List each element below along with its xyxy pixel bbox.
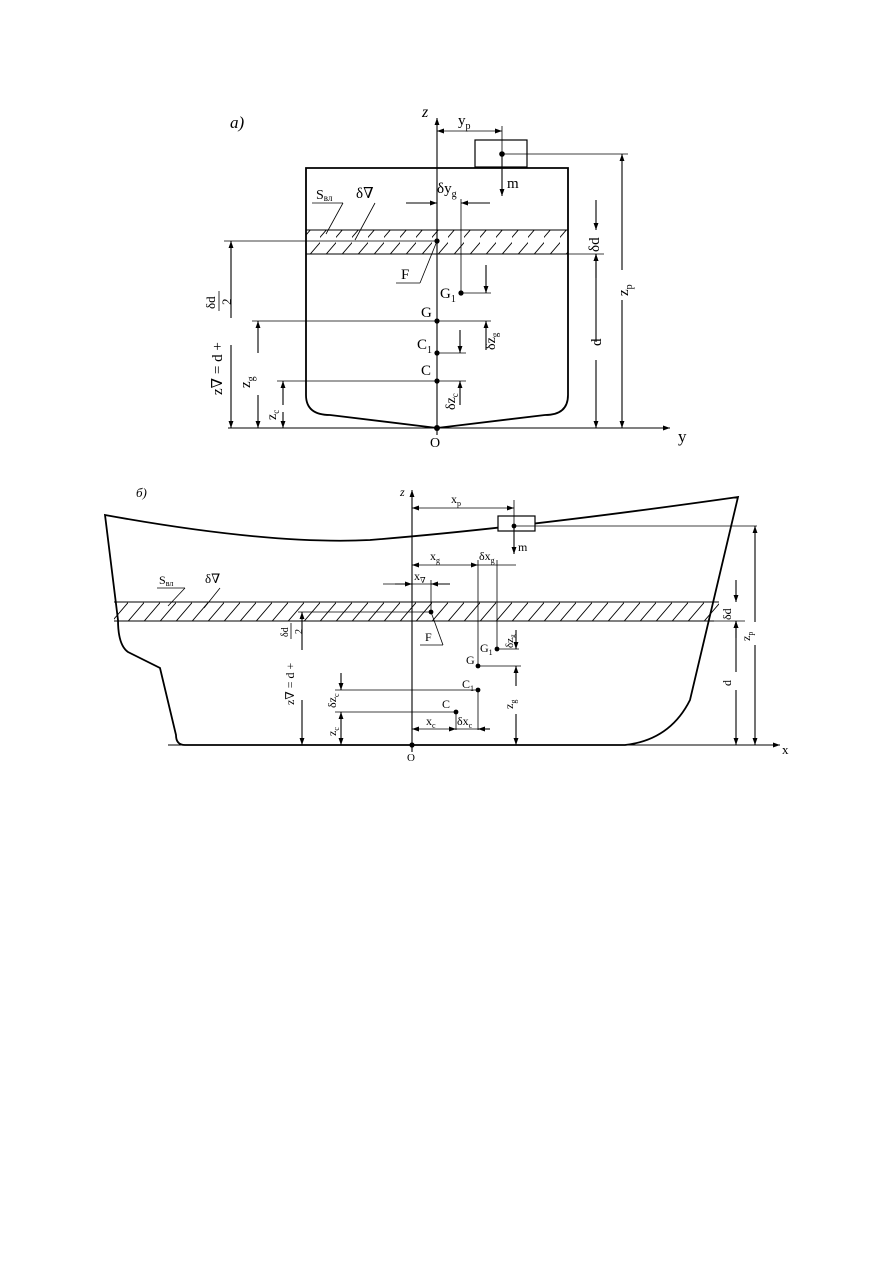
label-zg-a: zg xyxy=(238,376,257,388)
label-delta-zg-b: δzg xyxy=(504,634,517,648)
label-m-b: m xyxy=(518,540,528,554)
figure-a: а) z y O yp m Sвл δ∇ δyg xyxy=(203,104,687,451)
label-delta-zg-a: δzg xyxy=(484,332,500,350)
label-m-a: m xyxy=(507,176,519,192)
label-delta-yg-a: δyg xyxy=(437,181,457,200)
label-zg-b: zg xyxy=(502,700,518,709)
label-delta-zc-a: δzc xyxy=(444,393,460,410)
label-delta-d-b: δd xyxy=(720,608,734,620)
load-box-b xyxy=(497,515,536,532)
label-G-b: G xyxy=(466,653,475,667)
axis-label-z-a: z xyxy=(421,104,429,121)
hatched-layer-b xyxy=(114,602,719,621)
svg-text:2: 2 xyxy=(294,629,305,634)
label-xg-b: xg xyxy=(430,549,440,565)
label-d-b: d xyxy=(720,680,734,686)
label-F-b: F xyxy=(425,630,432,644)
origin-label-a: O xyxy=(430,436,440,451)
label-yp-a: yp xyxy=(458,113,471,132)
hull-section-a xyxy=(305,167,569,429)
label-G1-a: G1 xyxy=(440,286,456,305)
axis-label-z-b: z xyxy=(399,485,405,499)
label-G-a: G xyxy=(421,305,432,321)
label-swl-a: Sвл xyxy=(316,188,333,203)
svg-text:δd: δd xyxy=(280,627,291,637)
hull-profile-b xyxy=(103,495,740,746)
label-deltaV-a: δ∇ xyxy=(356,186,374,202)
svg-text:δd: δd xyxy=(203,296,218,309)
label-zc-b: zc xyxy=(325,727,341,736)
figure-b: б) z x O xp m xg δxg xyxy=(103,485,789,764)
axis-label-y-a: y xyxy=(678,427,687,446)
panel-label-a: а) xyxy=(230,113,245,132)
label-xV-b: x∇ xyxy=(414,569,426,585)
label-C-b: C xyxy=(442,697,450,711)
label-xp-b: xp xyxy=(451,492,461,508)
label-zV-a: z∇ = d + δd 2 xyxy=(203,291,234,395)
origin-label-b: O xyxy=(407,752,415,764)
label-xc-b: xc xyxy=(426,714,436,730)
label-C-a: C xyxy=(421,363,431,379)
label-zV-b: z∇ = d + δd 2 xyxy=(280,623,305,705)
label-F-a: F xyxy=(401,267,409,283)
label-delta-xg-b: δxg xyxy=(479,549,495,565)
load-box-a xyxy=(474,139,528,168)
svg-text:z∇ = d +: z∇ = d + xyxy=(210,342,226,395)
label-delta-d-a: δd xyxy=(587,237,603,252)
svg-text:z∇ = d +: z∇ = d + xyxy=(283,663,297,705)
label-zc-a: zc xyxy=(265,410,281,420)
svg-text:2: 2 xyxy=(219,299,234,306)
label-zp-b: zp xyxy=(739,632,755,641)
label-G1-b: G1 xyxy=(480,641,493,657)
label-zp-a: zp xyxy=(616,284,635,296)
label-C1-a: C1 xyxy=(417,337,432,356)
label-C1-b: C1 xyxy=(462,677,474,693)
label-deltaV-b: δ∇ xyxy=(205,571,220,586)
label-d-a: d xyxy=(589,338,605,346)
label-swl-b: Sвл xyxy=(159,573,173,588)
panel-label-b: б) xyxy=(136,485,147,500)
label-delta-xc-b: δxc xyxy=(457,714,473,730)
axis-label-x-b: x xyxy=(782,742,789,757)
label-delta-zc-b: δzc xyxy=(325,693,341,708)
